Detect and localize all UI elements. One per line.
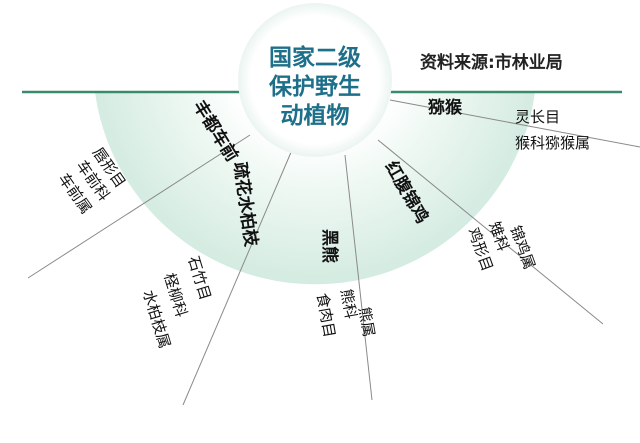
class-group-mihou: 灵长目 猴科猕猴属 xyxy=(515,108,590,152)
class-heixiong-2: 熊科 xyxy=(337,288,360,321)
category-heixiong: 黑熊 xyxy=(319,229,340,263)
source-label: 资料来源:市林业局 xyxy=(420,52,563,73)
spoke-1 xyxy=(27,134,251,279)
category-mihou: 猕猴 xyxy=(428,97,463,118)
center-title-line-2: 保护野生 xyxy=(268,73,361,100)
class-group-jinji: 鸡形目 雉科 锦鸡属 xyxy=(464,219,538,273)
spoke-5 xyxy=(389,99,640,148)
spokes xyxy=(27,99,640,406)
class-mihou-1: 灵长目 xyxy=(515,108,560,126)
spoke-4 xyxy=(377,139,604,325)
spoke-3 xyxy=(344,154,373,401)
class-mihou-2: 猴科猕猴属 xyxy=(515,134,590,152)
center-circle xyxy=(238,3,392,157)
class-heixiong-1: 食肉目 xyxy=(313,292,339,339)
center-title-line-1: 国家二级 xyxy=(269,44,361,71)
class-group-heixiong: 食肉目 熊科 熊属 xyxy=(313,288,378,339)
outer-ring xyxy=(95,92,535,285)
center-title-line-3: 动植物 xyxy=(281,102,350,129)
spoke-2 xyxy=(182,149,293,406)
class-shuibaizhi-1: 石竹目 xyxy=(184,254,214,302)
class-group-shuibaizhi: 石竹目 柽柳科 水柏枝属 xyxy=(139,254,214,351)
class-heixiong-3: 熊属 xyxy=(355,306,378,339)
